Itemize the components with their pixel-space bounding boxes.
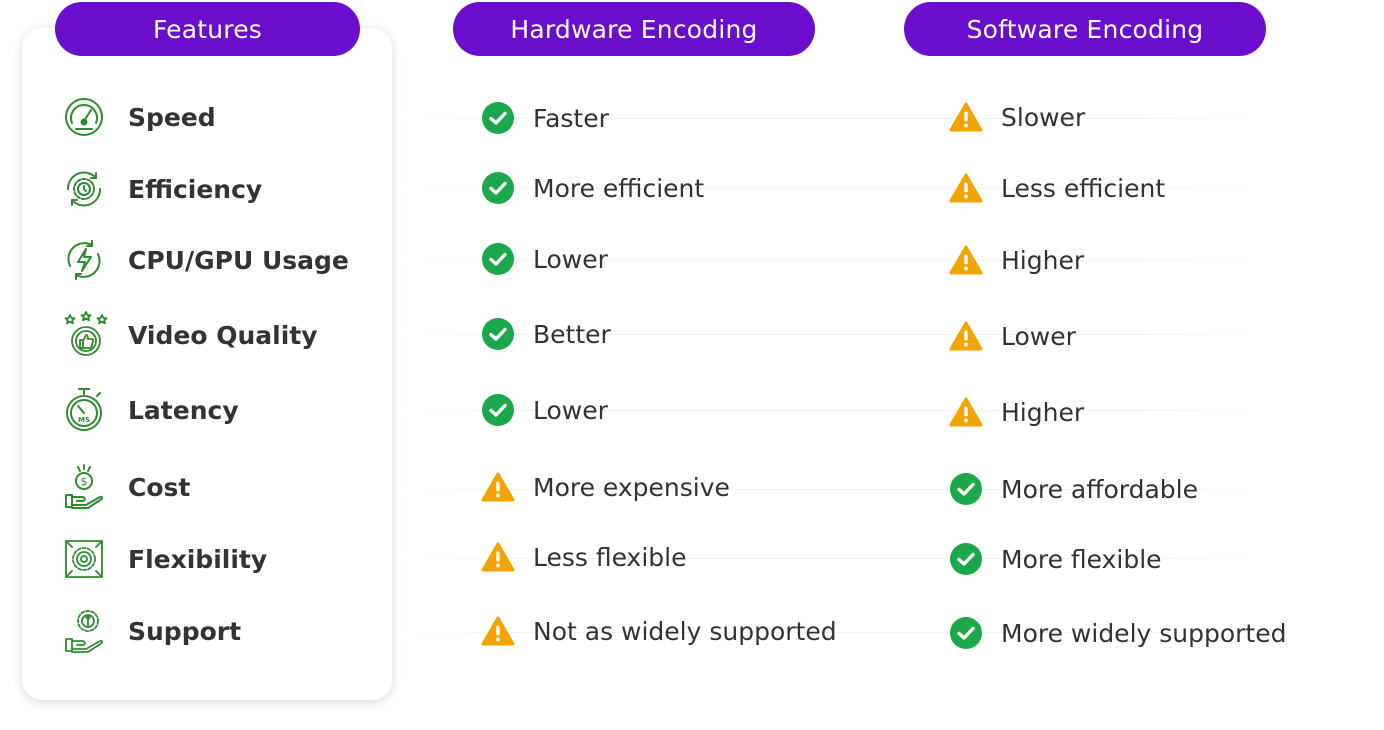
software-cell-support: More widely supported	[949, 611, 1287, 655]
hardware-value: Faster	[533, 103, 609, 133]
check-circle-icon	[481, 101, 515, 135]
coin-hand-icon: $	[62, 464, 114, 509]
check-circle-icon	[481, 242, 515, 276]
software-value: More affordable	[1001, 474, 1198, 504]
row-divider	[395, 632, 1275, 633]
thumbs-up-stars-icon	[62, 311, 114, 357]
hardware-cell-support: Not as widely supported	[481, 609, 837, 653]
warning-icon	[949, 395, 983, 429]
check-circle-icon	[949, 542, 983, 576]
feature-row-cpu-gpu-usage: CPU/GPU Usage	[62, 235, 349, 285]
feature-row-support: Support	[62, 606, 241, 656]
speedometer-icon	[62, 95, 114, 139]
software-cell-video-quality: Lower	[949, 314, 1076, 358]
hardware-value: More expensive	[533, 472, 730, 502]
features-header: Features	[55, 2, 360, 56]
software-cell-cpu-gpu-usage: Higher	[949, 238, 1084, 282]
hardware-cell-flexibility: Less flexible	[481, 535, 687, 579]
stopwatch-ms-icon: MS	[62, 388, 114, 432]
warning-icon	[481, 470, 515, 504]
hardware-value: Better	[533, 319, 611, 349]
software-value: More widely supported	[1001, 618, 1287, 648]
software-value: More flexible	[1001, 544, 1162, 574]
software-cell-cost: More affordable	[949, 467, 1198, 511]
feature-label: Flexibility	[128, 544, 268, 574]
feature-row-flexibility: Flexibility	[62, 534, 267, 584]
check-circle-icon	[949, 472, 983, 506]
features-card	[22, 28, 392, 700]
feature-label: Latency	[128, 395, 239, 425]
warning-icon	[949, 319, 983, 353]
software-value: Higher	[1001, 245, 1085, 275]
warning-icon	[949, 243, 983, 277]
hardware-value: More efficient	[533, 173, 705, 203]
warning-icon	[949, 100, 983, 134]
hardware-encoding-header: Hardware Encoding	[453, 2, 815, 56]
warning-icon	[481, 614, 515, 648]
feature-label: Cost	[128, 472, 191, 502]
feature-label: CPU/GPU Usage	[128, 245, 349, 275]
software-value: Higher	[1001, 397, 1085, 427]
hardware-value: Lower	[533, 395, 608, 425]
hardware-cell-cost: More expensive	[481, 465, 730, 509]
hardware-cell-speed: Faster	[481, 96, 609, 140]
gear-wrench-hand-icon	[62, 609, 114, 653]
row-divider	[395, 489, 1275, 490]
hardware-cell-cpu-gpu-usage: Lower	[481, 237, 608, 281]
lightning-cycle-icon	[62, 238, 114, 282]
feature-row-speed: Speed	[62, 92, 216, 142]
check-circle-icon	[481, 393, 515, 427]
software-value: Slower	[1001, 102, 1086, 132]
check-circle-icon	[481, 171, 515, 205]
svg-text:MS: MS	[78, 416, 90, 424]
row-divider	[395, 410, 1275, 411]
svg-text:$: $	[81, 475, 88, 488]
feature-label: Support	[128, 616, 242, 646]
hardware-cell-efficiency: More efficient	[481, 166, 704, 210]
software-cell-speed: Slower	[949, 95, 1085, 139]
warning-icon	[949, 171, 983, 205]
feature-label: Video Quality	[128, 320, 318, 350]
feature-label: Efficiency	[128, 174, 263, 204]
feature-row-cost: $ Cost	[62, 462, 190, 512]
row-divider	[395, 558, 1275, 559]
software-value: Less efficient	[1001, 173, 1166, 203]
gear-clock-icon	[62, 167, 114, 211]
row-divider	[395, 188, 1275, 189]
check-circle-icon	[949, 616, 983, 650]
hardware-value: Not as widely supported	[533, 616, 837, 646]
gear-arrows-icon	[62, 537, 114, 581]
hardware-cell-latency: Lower	[481, 388, 608, 432]
software-cell-flexibility: More flexible	[949, 537, 1162, 581]
row-divider	[395, 118, 1275, 119]
row-divider	[395, 334, 1275, 335]
software-value: Lower	[1001, 321, 1076, 351]
feature-label: Speed	[128, 102, 216, 132]
check-circle-icon	[481, 317, 515, 351]
warning-icon	[481, 540, 515, 574]
software-encoding-header: Software Encoding	[904, 2, 1266, 56]
feature-row-efficiency: Efficiency	[62, 164, 262, 214]
hardware-value: Less flexible	[533, 542, 687, 572]
row-divider	[395, 260, 1275, 261]
hardware-value: Lower	[533, 244, 608, 274]
hardware-cell-video-quality: Better	[481, 312, 611, 356]
software-cell-latency: Higher	[949, 390, 1084, 434]
feature-row-video-quality: Video Quality	[62, 310, 318, 360]
feature-row-latency: MS Latency	[62, 385, 239, 435]
software-cell-efficiency: Less efficient	[949, 166, 1165, 210]
